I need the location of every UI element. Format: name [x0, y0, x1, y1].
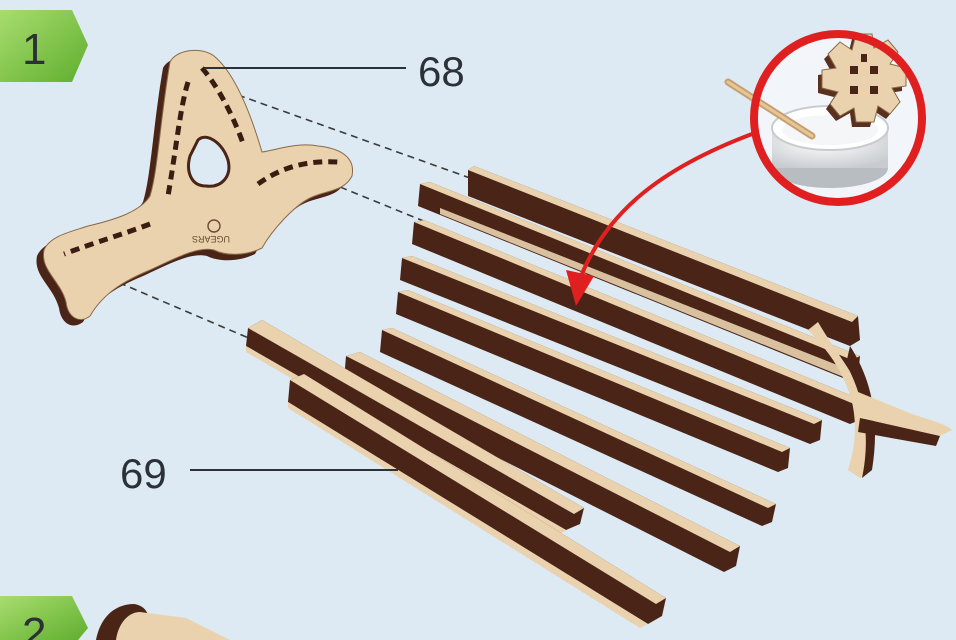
- step-number-2: 2: [22, 609, 46, 640]
- step-number-1: 1: [22, 25, 46, 74]
- step-badge-2: 2: [0, 596, 88, 640]
- svg-text:UGEARS: UGEARS: [192, 234, 230, 244]
- step-2-part-preview: [96, 604, 230, 640]
- step-badge-1: 1: [0, 10, 88, 82]
- part-label-68: 68: [418, 48, 465, 95]
- part-label-69: 69: [120, 450, 167, 497]
- glue-application-icon: [728, 34, 922, 202]
- part-68-side-panel: UGEARS: [36, 50, 352, 325]
- bench-slats: [246, 166, 952, 628]
